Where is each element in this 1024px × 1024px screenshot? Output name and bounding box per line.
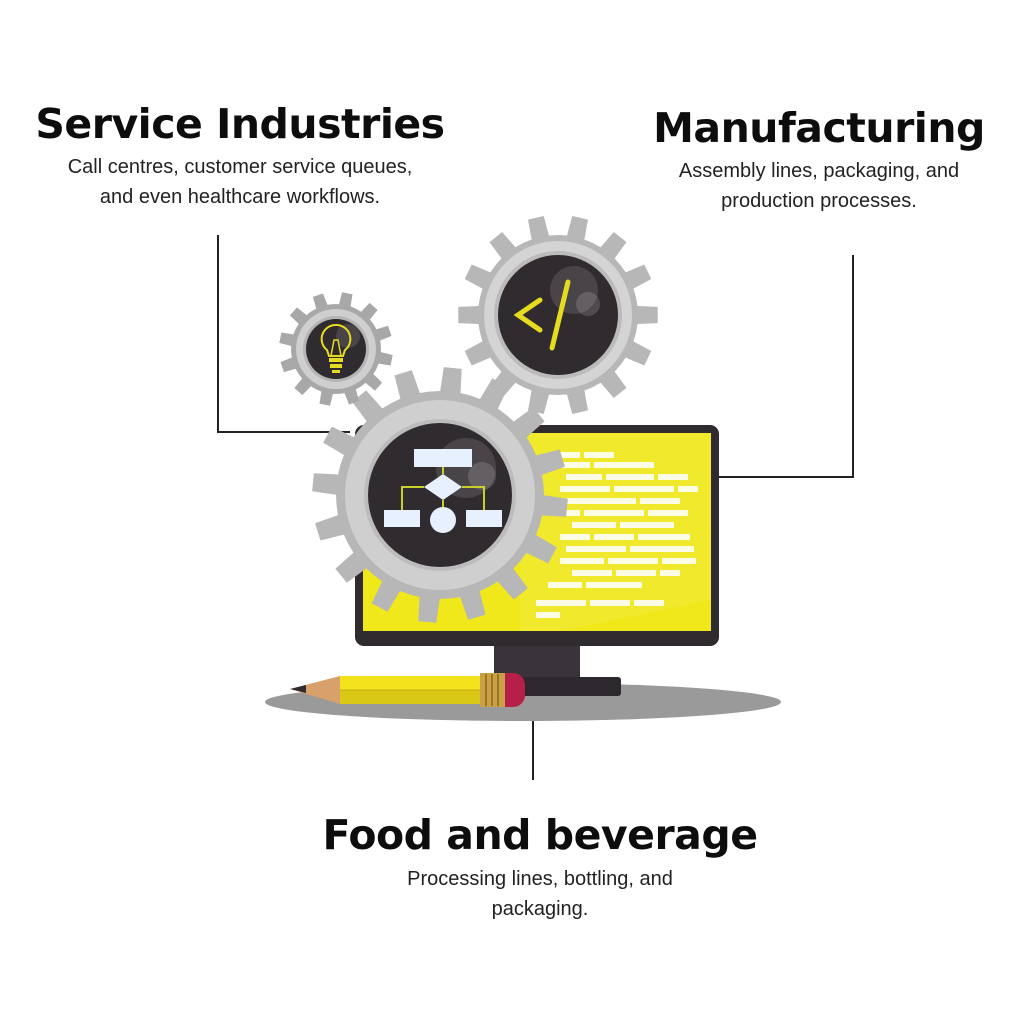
service-industries-desc-line2: and even healthcare workflows.: [99, 186, 381, 208]
connector-manufacturing: [718, 255, 854, 478]
food-beverage-title: Food and beverage: [322, 811, 758, 859]
small-gear: [279, 292, 393, 406]
lightbulb-icon: [320, 323, 352, 373]
food-beverage-desc-line1: Processing lines, bottling, and: [407, 868, 673, 890]
pencil-icon: [290, 673, 525, 707]
manufacturing-block: Manufacturing Assembly lines, packaging,…: [624, 100, 1014, 216]
large-gear: [312, 367, 568, 623]
service-industries-title: Service Industries: [35, 100, 445, 148]
manufacturing-desc-line1: Assembly lines, packaging, and: [678, 160, 960, 182]
manufacturing-title: Manufacturing: [653, 104, 985, 152]
code-icon: [513, 279, 571, 351]
service-industries-block: Service Industries Call centres, custome…: [30, 96, 450, 212]
connector-service: [217, 235, 350, 433]
manufacturing-desc-line2: production processes.: [721, 190, 917, 212]
service-industries-desc-line1: Call centres, customer service queues,: [67, 156, 413, 178]
food-beverage-desc-line2: packaging.: [491, 898, 589, 920]
food-beverage-block: Food and beverage Processing lines, bott…: [300, 806, 780, 924]
flowchart-icon: [401, 467, 485, 510]
medium-gear: [458, 216, 658, 414]
